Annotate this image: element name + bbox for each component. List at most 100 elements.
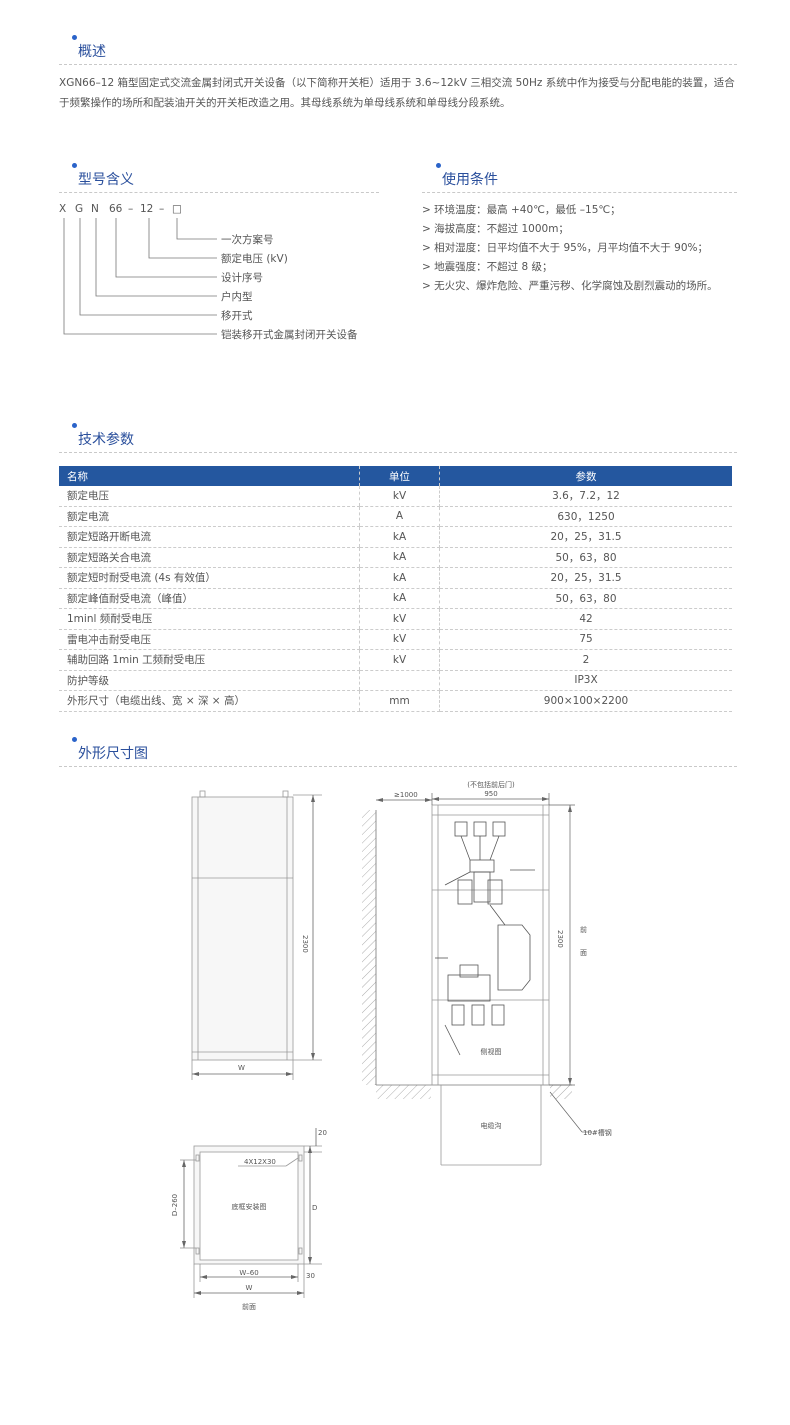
param-value: 630，1250 xyxy=(439,506,732,527)
condition-item: > 海拔高度：不超过 1000m； xyxy=(422,223,569,235)
base-inner-width: W–60 xyxy=(239,1269,258,1277)
front-height-label: 2300 xyxy=(301,935,309,953)
section-dot-icon xyxy=(72,35,77,40)
param-name: 雷电冲击耐受电压 xyxy=(59,629,360,650)
param-value: 3.6，7.2，12 xyxy=(439,486,732,507)
header-name: 名称 xyxy=(59,466,360,486)
section-divider xyxy=(59,452,737,453)
side-depth-label: 950 xyxy=(484,790,497,798)
params-title: 技术参数 xyxy=(72,423,134,449)
model-meaning: 额定电压 (kV) xyxy=(221,253,288,265)
table-row: 防护等级 IP3X xyxy=(59,670,732,691)
model-code-dash: – xyxy=(159,203,165,215)
side-clearance-label: ≥1000 xyxy=(394,791,418,799)
model-meaning: 一次方案号 xyxy=(221,234,274,246)
side-front-label: 前 xyxy=(580,925,587,934)
base-bottom-dim: 30 xyxy=(306,1272,315,1280)
param-value: 50，63，80 xyxy=(439,547,732,568)
section-dot-icon xyxy=(72,737,77,742)
param-value: 2 xyxy=(439,649,732,671)
overview-title: 概述 xyxy=(72,35,106,61)
section-divider xyxy=(59,192,379,193)
header-value: 参数 xyxy=(439,466,732,486)
model-meaning: 设计序号 xyxy=(221,272,263,284)
model-meaning: 铠装移开式金属封闭开关设备 xyxy=(221,329,358,341)
param-unit: kV xyxy=(359,649,440,671)
cable-trench-label: 电缆沟 xyxy=(481,1121,502,1130)
front-view xyxy=(191,790,322,1080)
base-front-label: 前面 xyxy=(242,1302,256,1311)
section-dot-icon xyxy=(72,163,77,168)
model-code-n: N xyxy=(91,203,99,215)
param-name: 防护等级 xyxy=(59,670,360,691)
section-divider xyxy=(59,766,737,767)
param-name: 额定电流 xyxy=(59,506,360,527)
base-right-dim: D xyxy=(312,1204,317,1212)
param-value: 50，63，80 xyxy=(439,588,732,609)
model-code-scheme: □ xyxy=(172,203,182,215)
condition-item: > 环境温度：最高 +40℃，最低 –15℃； xyxy=(422,204,621,216)
param-unit: kV xyxy=(359,629,440,650)
param-name: 额定峰值耐受电流（峰值） xyxy=(59,588,360,609)
param-unit: kA xyxy=(359,547,440,568)
param-unit: A xyxy=(359,506,440,527)
base-title: 底框安装图 xyxy=(232,1202,267,1211)
base-top-dim: 20 xyxy=(318,1129,327,1137)
side-front-label: 面 xyxy=(580,949,587,957)
param-unit: kA xyxy=(359,588,440,609)
param-value: IP3X xyxy=(439,670,732,691)
side-note: (不包括前后门) xyxy=(467,780,515,789)
model-code-x: X xyxy=(59,203,67,215)
conditions-title: 使用条件 xyxy=(436,163,498,189)
condition-item: > 地震强度：不超过 8 级； xyxy=(422,261,553,273)
section-divider xyxy=(59,64,737,65)
param-name: 额定电压 xyxy=(59,486,360,507)
condition-item: > 相对湿度：日平均值不大于 95%，月平均值不大于 90%； xyxy=(422,242,708,254)
param-unit: kA xyxy=(359,526,440,548)
model-code-g: G xyxy=(75,203,84,215)
side-height-label: 2300 xyxy=(556,930,564,948)
param-name: 辅助回路 1min 工频耐受电压 xyxy=(59,649,360,671)
side-view xyxy=(362,793,592,1166)
param-unit: kV xyxy=(359,608,440,630)
param-value: 900×100×2200 xyxy=(439,690,732,712)
channel-steel-label: 10#槽钢 xyxy=(583,1128,612,1137)
param-unit: kA xyxy=(359,567,440,589)
model-meaning: 移开式 xyxy=(221,310,253,322)
base-frame-view xyxy=(180,1128,322,1298)
model-code-dash: – xyxy=(128,203,134,215)
param-name: 额定短路关合电流 xyxy=(59,547,360,568)
overview-text: XGN66–12 箱型固定式交流金属封闭式开关设备（以下简称开关柜）适用于 3.… xyxy=(59,77,735,109)
param-value: 20，25，31.5 xyxy=(439,567,732,589)
param-value: 75 xyxy=(439,629,732,650)
drawing-title: 外形尺寸图 xyxy=(72,737,148,763)
condition-item: > 无火灾、爆炸危险、严重污秽、化学腐蚀及剧烈震动的场所。 xyxy=(422,280,718,292)
section-divider xyxy=(422,192,737,193)
model-meaning: 户内型 xyxy=(221,291,253,303)
header-unit: 单位 xyxy=(359,466,440,486)
model-title: 型号含义 xyxy=(72,163,134,189)
param-unit xyxy=(359,670,440,691)
base-hole-label: 4X12X30 xyxy=(244,1158,276,1166)
param-name: 额定短路开断电流 xyxy=(59,526,360,548)
param-value: 20，25，31.5 xyxy=(439,526,732,548)
param-value: 42 xyxy=(439,608,732,630)
table-header-row: 名称 单位 参数 xyxy=(59,466,732,486)
param-name: 外形尺寸（电缆出线、宽 × 深 × 高） xyxy=(59,690,360,712)
model-bracket-lines xyxy=(63,218,217,335)
param-name: 额定短时耐受电流 (4s 有效值） xyxy=(59,567,360,589)
model-code-voltage: 12 xyxy=(140,203,154,215)
model-code-series: 66 xyxy=(109,203,123,215)
param-unit: kV xyxy=(359,486,440,507)
